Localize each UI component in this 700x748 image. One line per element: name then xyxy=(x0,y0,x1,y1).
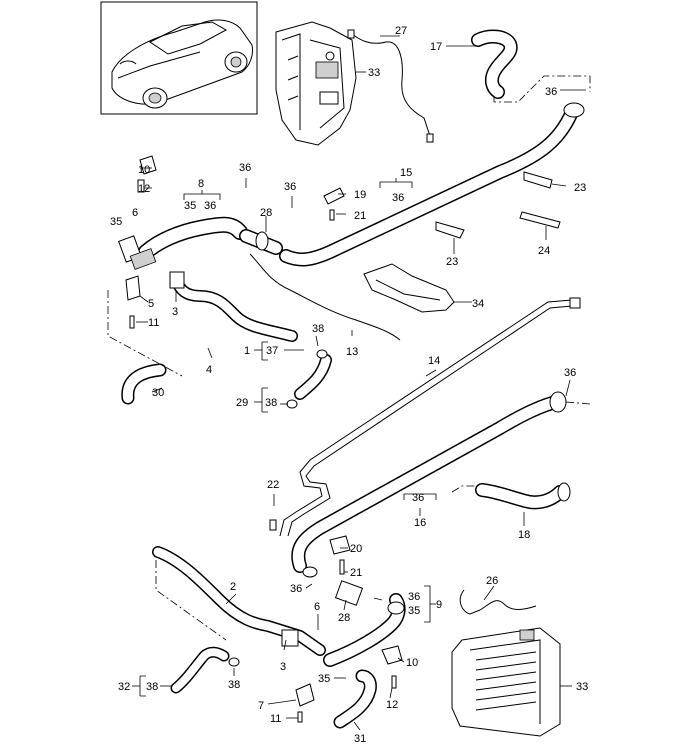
shield-plate xyxy=(363,263,455,313)
hose-30 xyxy=(121,363,167,405)
callout-28: 28 xyxy=(338,612,350,624)
callout-11: 11 xyxy=(270,713,281,725)
callout-9: 9 xyxy=(436,599,442,611)
upper-coolant-pipe xyxy=(279,102,585,267)
front-radiator-lower xyxy=(451,627,561,737)
callout-36: 36 xyxy=(290,583,302,595)
callout-1: 1 xyxy=(244,345,250,357)
callout-36: 36 xyxy=(564,367,576,379)
callout-32: 32 xyxy=(118,681,130,693)
callout-37: 37 xyxy=(266,345,278,357)
callout-36: 36 xyxy=(392,192,404,204)
callout-34: 34 xyxy=(472,298,484,310)
leader-lines xyxy=(132,35,586,731)
callout-8: 8 xyxy=(198,178,204,190)
callout-20: 20 xyxy=(350,543,362,555)
hose-31 xyxy=(333,669,377,729)
callout-6: 6 xyxy=(132,207,138,219)
hose-1 xyxy=(169,271,298,342)
hose-32 xyxy=(170,646,240,694)
callout-38: 38 xyxy=(265,397,277,409)
callout-38: 38 xyxy=(146,681,158,693)
callout-22: 22 xyxy=(267,479,279,491)
callout-38: 38 xyxy=(228,679,240,691)
lower-connector-assembly xyxy=(269,519,406,667)
callout-7: 7 xyxy=(258,700,264,712)
pipe-16 xyxy=(291,391,567,578)
callout-31: 31 xyxy=(354,733,366,745)
callout-38: 38 xyxy=(312,323,324,335)
callout-36: 36 xyxy=(408,591,420,603)
hose-29 xyxy=(286,349,332,409)
callout-3: 3 xyxy=(280,661,286,673)
callout-35: 35 xyxy=(408,605,420,617)
callout-23: 23 xyxy=(574,182,586,194)
callout-15: 15 xyxy=(400,167,412,179)
callout-26: 26 xyxy=(486,575,498,587)
callout-2: 2 xyxy=(230,581,236,593)
callout-17: 17 xyxy=(430,41,442,53)
callout-36: 36 xyxy=(239,162,251,174)
hose-18 xyxy=(475,482,571,510)
callout-29: 29 xyxy=(236,397,248,409)
front-radiator-module xyxy=(275,21,357,146)
callout-28: 28 xyxy=(260,207,272,219)
callout-10: 10 xyxy=(406,657,418,669)
callout-12: 12 xyxy=(386,699,398,711)
callout-21: 21 xyxy=(350,567,362,579)
callout-6: 6 xyxy=(314,601,320,613)
callout-16: 16 xyxy=(414,517,426,529)
callout-33: 33 xyxy=(576,681,588,693)
callout-33: 33 xyxy=(368,67,380,79)
callout-5: 5 xyxy=(148,298,154,310)
callout-27: 27 xyxy=(395,25,407,37)
callout-36: 36 xyxy=(284,181,296,193)
callout-10: 10 xyxy=(138,164,150,176)
callout-30: 30 xyxy=(152,387,164,399)
callout-11: 11 xyxy=(148,317,159,329)
sensor-cable-lower xyxy=(459,589,537,615)
callout-21: 21 xyxy=(354,210,366,222)
vehicle-thumbnail xyxy=(100,1,258,115)
callout-12: 12 xyxy=(138,183,150,195)
hose-17 xyxy=(471,29,518,99)
callout-4: 4 xyxy=(206,364,212,376)
callout-3: 3 xyxy=(172,306,178,318)
callout-13: 13 xyxy=(346,346,358,358)
callout-36: 36 xyxy=(545,86,557,98)
callout-36: 36 xyxy=(204,200,216,212)
hose-8 xyxy=(138,216,283,260)
pipe-14 xyxy=(279,297,581,537)
callout-23: 23 xyxy=(446,256,458,268)
callout-35: 35 xyxy=(318,673,330,685)
callout-labels: 27 33 17 36 10 12 8 35 36 36 36 15 36 19… xyxy=(110,25,588,745)
callout-35: 35 xyxy=(110,216,122,228)
callout-36: 36 xyxy=(412,492,424,504)
sensor-cable xyxy=(351,33,431,137)
callout-35: 35 xyxy=(184,200,196,212)
callout-18: 18 xyxy=(518,529,530,541)
callout-24: 24 xyxy=(538,245,550,257)
callout-19: 19 xyxy=(354,189,366,201)
callout-14: 14 xyxy=(428,355,440,367)
